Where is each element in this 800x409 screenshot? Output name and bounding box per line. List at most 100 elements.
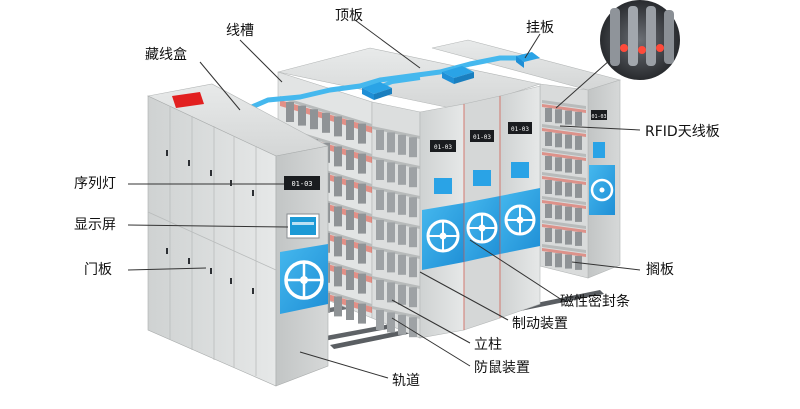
label-top-plate: 顶板 (335, 8, 363, 24)
file-slot (555, 133, 562, 148)
file-slot (565, 110, 572, 125)
middle-c-screen-code: 01-03 (511, 126, 529, 133)
file-slot (555, 109, 562, 124)
file-slot (376, 190, 384, 210)
file-slot (346, 270, 354, 290)
back-right-cabinet: 01-03 (431, 39, 622, 279)
file-slot (358, 273, 366, 294)
file-slot (358, 123, 366, 144)
label-sequence-light: 序列灯 (74, 176, 116, 192)
file-slot (545, 252, 552, 266)
label-shelf-board: 搁板 (646, 262, 674, 278)
file-slot (575, 231, 582, 246)
file-slot (398, 164, 406, 185)
file-slot (346, 240, 354, 260)
file-slot (575, 159, 582, 174)
file-slot (409, 167, 417, 188)
middle-a-screen-code: 01-03 (434, 144, 452, 151)
file-slot (358, 303, 366, 324)
file-slot (575, 183, 582, 198)
file-slot (376, 160, 384, 180)
file-slot (334, 266, 342, 287)
file-slot (387, 192, 395, 213)
shelf-board (372, 126, 420, 139)
label-rat-guard: 防鼠装置 (474, 360, 530, 376)
shelf-seal (542, 128, 586, 137)
file-slot (387, 222, 395, 243)
file-slot (387, 162, 395, 183)
label-column: 立柱 (474, 337, 502, 353)
file-slot (409, 287, 417, 308)
file-slot (346, 300, 354, 320)
file-slot (545, 204, 552, 218)
door-panels (147, 106, 277, 376)
file-slot (545, 156, 552, 170)
file-slot (376, 280, 384, 300)
file-slot (398, 284, 406, 305)
label-rail: 轨道 (392, 373, 420, 389)
shelf-seal (542, 104, 586, 113)
file-slot (310, 109, 318, 130)
file-slot (409, 257, 417, 278)
file-slot (376, 220, 384, 240)
shelf-board (372, 216, 420, 229)
file-slot (565, 158, 572, 173)
file-slot (358, 153, 366, 174)
file-slot (565, 206, 572, 221)
file-slot (545, 228, 552, 242)
shelf-board (372, 246, 420, 259)
file-slot (334, 236, 342, 257)
middle-c-sequence-light (508, 122, 532, 134)
label-rfid-antenna: RFID天线板 (645, 124, 720, 140)
middle-b-sequence-light (470, 130, 494, 142)
file-slot (346, 150, 354, 170)
label-display-screen: 显示屏 (74, 217, 116, 233)
sequence-light (284, 176, 320, 190)
file-slot (565, 134, 572, 149)
leader-lines (127, 19, 641, 379)
shelf-board (372, 306, 420, 319)
file-slot (334, 206, 342, 227)
file-slot (555, 253, 562, 268)
label-brake-device: 制动装置 (512, 316, 568, 332)
file-slot (565, 182, 572, 197)
file-slot (575, 207, 582, 222)
file-slot (376, 310, 384, 330)
file-slot (398, 134, 406, 155)
shelf-board (542, 148, 586, 157)
file-slot (322, 112, 330, 133)
file-slot (358, 183, 366, 204)
brand-logo (172, 92, 204, 108)
shelf-board (372, 156, 420, 169)
file-slot (545, 180, 552, 194)
file-slot (334, 146, 342, 167)
file-slot (565, 230, 572, 245)
middle-a-sequence-light (430, 140, 456, 152)
shelf-seal (542, 152, 586, 161)
shelf-board (542, 244, 586, 253)
right-handwheel (590, 178, 614, 202)
front-left-cabinet: 01-03 (147, 83, 329, 387)
file-slot (387, 282, 395, 303)
middle-handwheels (426, 204, 536, 253)
file-slot (346, 180, 354, 200)
file-slot (545, 108, 552, 122)
shelf-board (372, 186, 420, 199)
middle-b-display-screen (473, 170, 491, 186)
file-slot (409, 197, 417, 218)
file-slot (387, 132, 395, 153)
label-hanging-plate: 挂板 (526, 20, 554, 36)
file-slot (409, 137, 417, 158)
shelf-seal (542, 176, 586, 185)
file-slot (334, 296, 342, 317)
label-door-panel: 门板 (84, 262, 112, 278)
middle-b-screen-code: 01-03 (473, 134, 491, 141)
file-slot (346, 120, 354, 140)
file-slot (298, 105, 306, 126)
label-magnetic-seal: 磁性密封条 (560, 294, 630, 310)
file-slot (286, 102, 294, 122)
label-wire-box: 藏线盒 (145, 47, 187, 63)
file-slot (376, 130, 384, 150)
file-slot (575, 111, 582, 126)
